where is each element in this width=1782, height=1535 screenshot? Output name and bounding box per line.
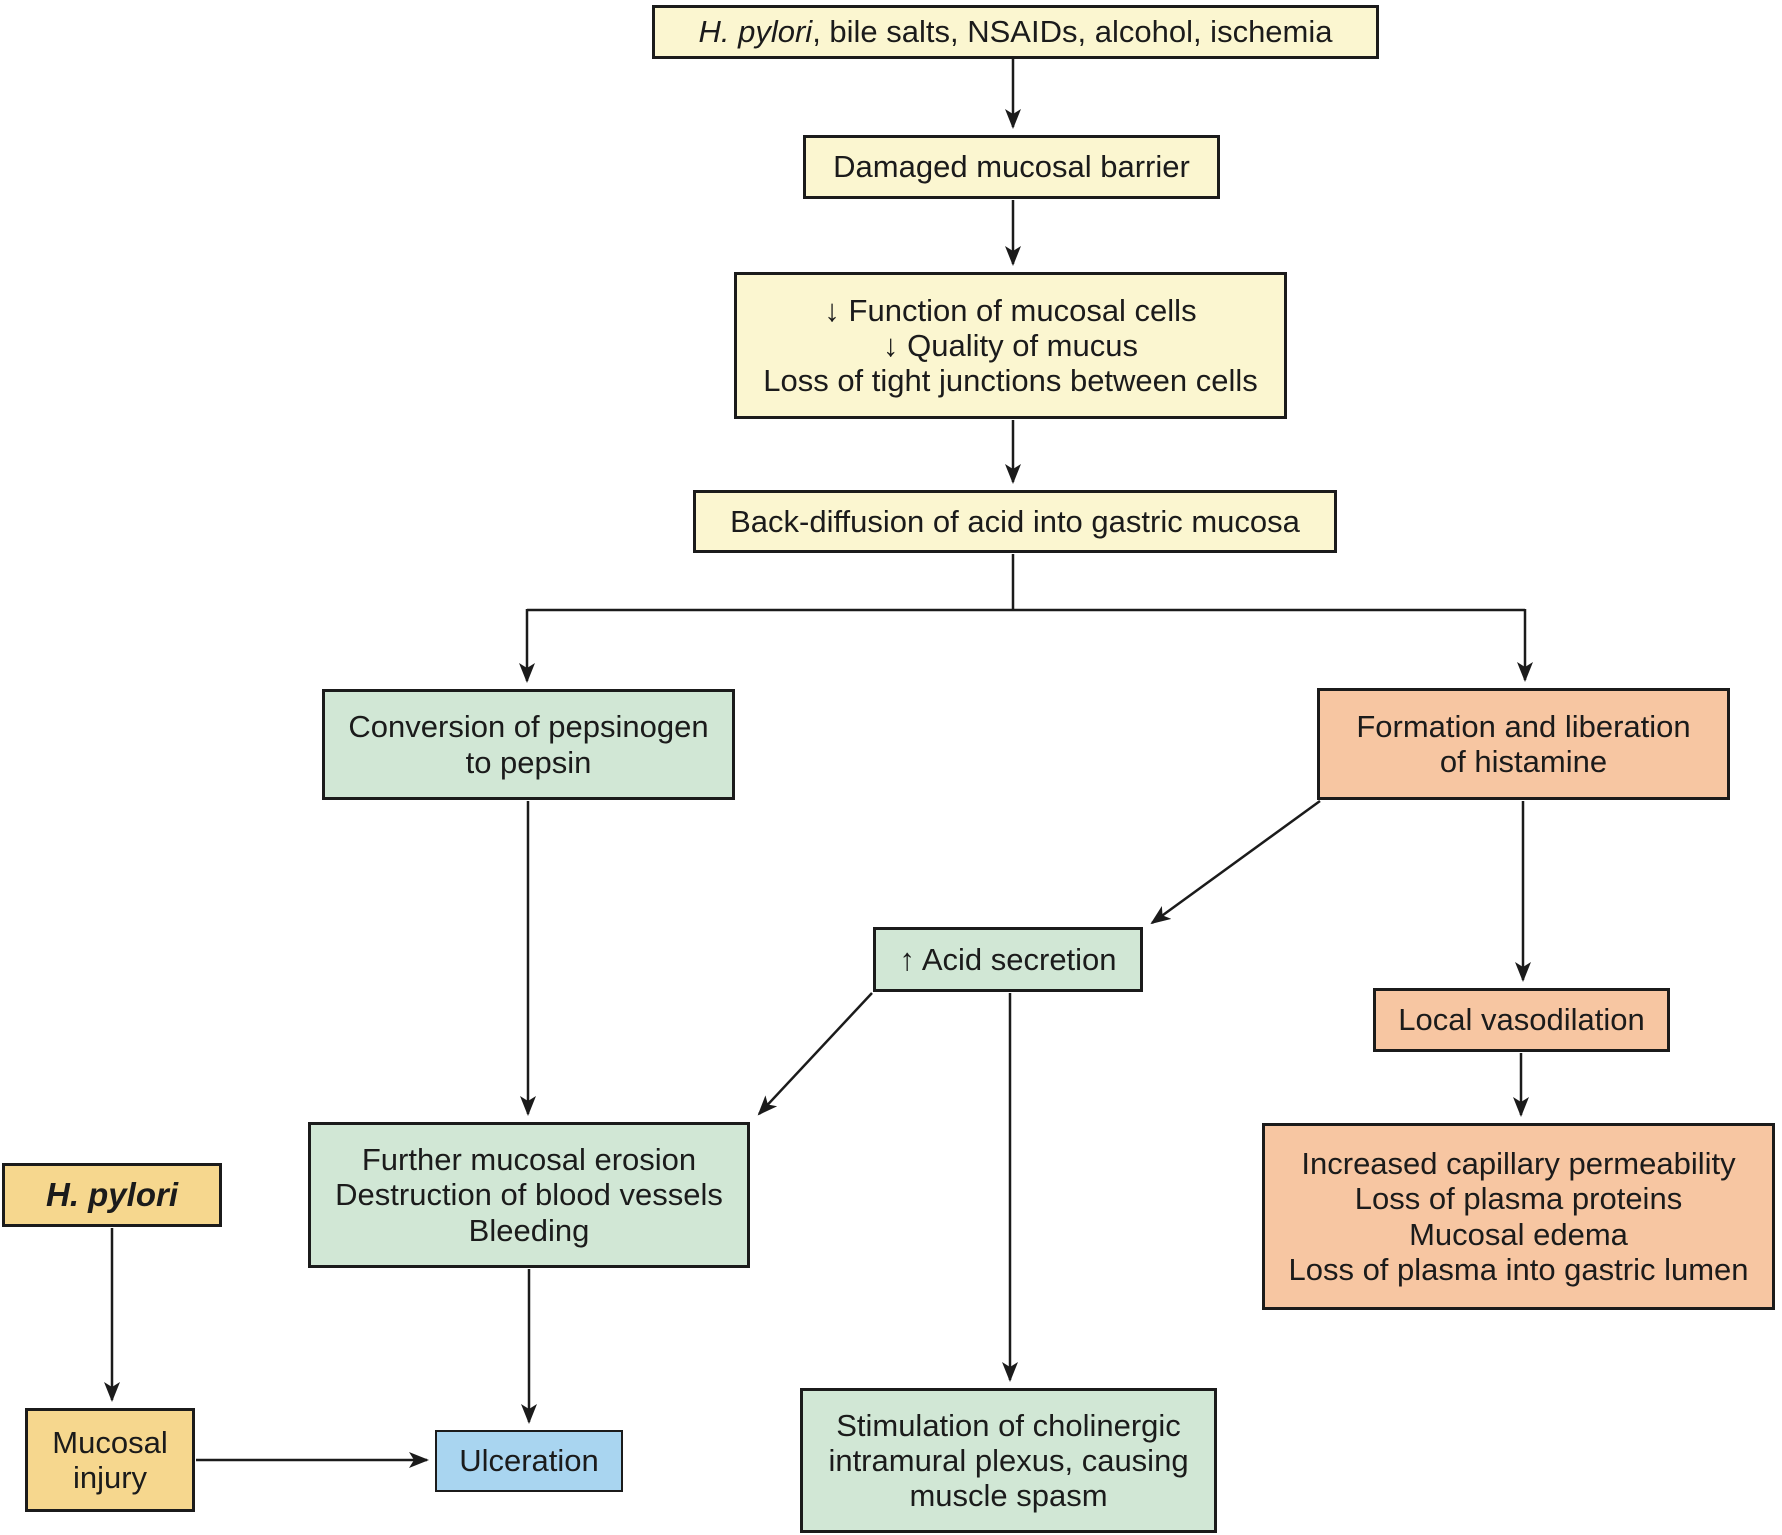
node-ulceration-text: Ulceration: [459, 1443, 599, 1479]
node-cholinergic-stimulation: Stimulation of cholinergic intramural pl…: [800, 1388, 1217, 1533]
node-mucosal-injury: Mucosal injury: [25, 1408, 195, 1512]
node-mucosal-function-line-2: ↓ Quality of mucus: [883, 327, 1138, 363]
node-h-pylori-text: H. pylori: [45, 1176, 179, 1214]
node-ulceration: Ulceration: [435, 1430, 623, 1492]
node-mucosal-erosion: Further mucosal erosion Destruction of b…: [308, 1122, 750, 1268]
node-damaged-barrier-text: Damaged mucosal barrier: [833, 149, 1190, 185]
node-histamine-liberation-line-2: of histamine: [1439, 744, 1608, 779]
node-cholinergic-stimulation-line-3: muscle spasm: [909, 1478, 1108, 1513]
node-cholinergic-stimulation-line-2: intramural plexus, causing: [828, 1442, 1189, 1478]
node-h-pylori: H. pylori: [2, 1163, 222, 1227]
node-mucosal-injury-line-1: Mucosal: [52, 1424, 168, 1460]
node-capillary-permeability: Increased capillary permeability Loss of…: [1262, 1123, 1775, 1310]
node-histamine-liberation-line-1: Formation and liberation: [1356, 708, 1691, 744]
node-mucosal-injury-line-2: injury: [72, 1460, 148, 1495]
node-back-diffusion: Back-diffusion of acid into gastric muco…: [693, 490, 1337, 553]
node-local-vasodilation: Local vasodilation: [1373, 988, 1670, 1052]
node-acid-secretion: ↑ Acid secretion: [873, 927, 1143, 992]
node-damaged-barrier: Damaged mucosal barrier: [803, 135, 1220, 199]
node-mucosal-function-line-1: ↓ Function of mucosal cells: [824, 292, 1197, 328]
node-mucosal-function-line-3: Loss of tight junctions between cells: [763, 363, 1258, 398]
node-mucosal-function: ↓ Function of mucosal cells ↓ Quality of…: [734, 272, 1287, 419]
node-mucosal-erosion-line-2: Destruction of blood vessels: [335, 1177, 723, 1213]
node-local-vasodilation-text: Local vasodilation: [1398, 1002, 1645, 1038]
node-capillary-permeability-line-1: Increased capillary permeability: [1301, 1146, 1736, 1182]
node-pepsinogen-conversion-line-1: Conversion of pepsinogen: [348, 709, 709, 745]
node-back-diffusion-text: Back-diffusion of acid into gastric muco…: [730, 503, 1300, 539]
node-pepsinogen-conversion: Conversion of pepsinogen to pepsin: [322, 689, 735, 800]
node-causes: H. pylori, bile salts, NSAIDs, alcohol, …: [652, 5, 1379, 59]
node-mucosal-erosion-line-3: Bleeding: [468, 1212, 590, 1248]
node-capillary-permeability-line-4: Loss of plasma into gastric lumen: [1288, 1251, 1749, 1287]
node-capillary-permeability-line-3: Mucosal edema: [1409, 1216, 1628, 1252]
arrow-histamine-to-acid: [1150, 799, 1321, 925]
node-mucosal-erosion-line-1: Further mucosal erosion: [361, 1142, 697, 1178]
node-causes-text: H. pylori, bile salts, NSAIDs, alcohol, …: [698, 14, 1332, 49]
node-acid-secretion-text: ↑ Acid secretion: [899, 941, 1117, 977]
node-capillary-permeability-line-2: Loss of plasma proteins: [1354, 1181, 1683, 1217]
arrow-acid-to-erosion: [757, 992, 873, 1116]
node-cholinergic-stimulation-line-1: Stimulation of cholinergic: [836, 1407, 1181, 1443]
causes-rest-text: , bile salts, NSAIDs, alcohol, ischemia: [812, 14, 1333, 50]
node-histamine-liberation: Formation and liberation of histamine: [1317, 688, 1730, 800]
causes-italic-text: H. pylori: [698, 14, 813, 50]
node-pepsinogen-conversion-line-2: to pepsin: [465, 744, 592, 780]
